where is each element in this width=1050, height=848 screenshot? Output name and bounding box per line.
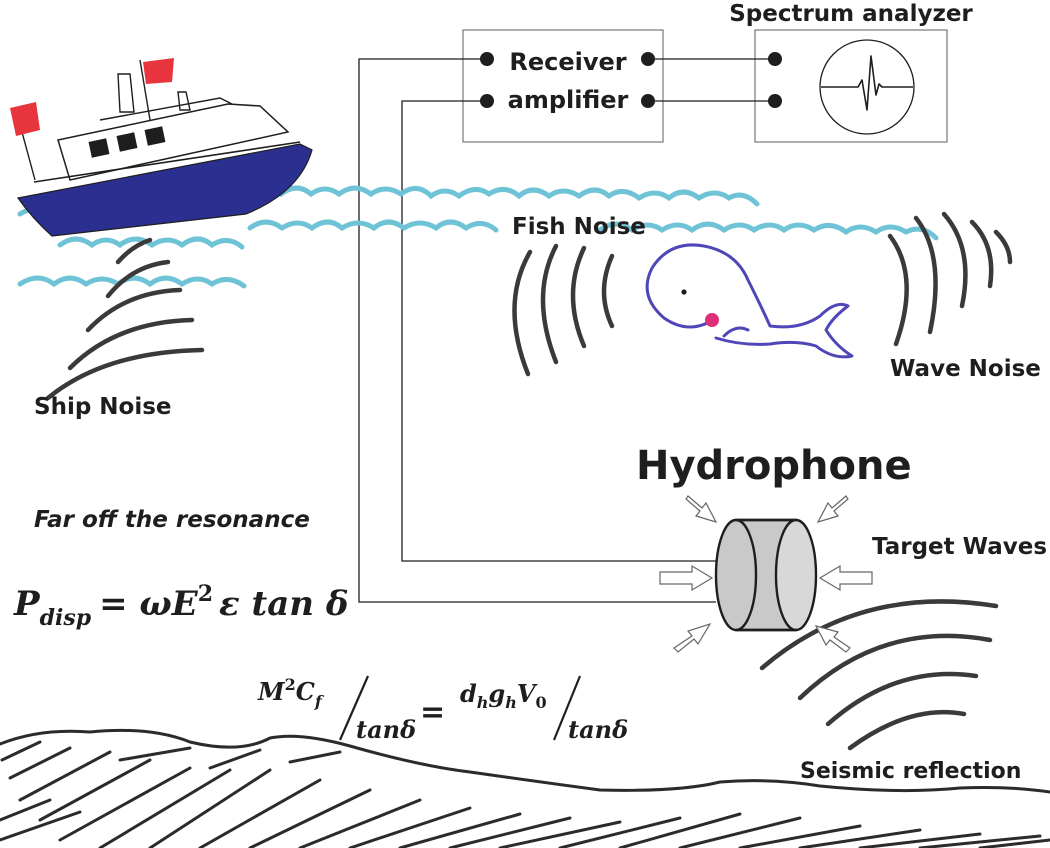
target-waves-label: Target Waves xyxy=(872,534,1047,560)
svg-text:dhghV0: dhghV0 xyxy=(460,679,547,712)
eq-C-sub: f xyxy=(314,692,325,711)
hydrophone-label: Hydrophone xyxy=(636,443,912,489)
eq-V: V xyxy=(517,679,538,708)
fish-noise-waves xyxy=(512,243,615,377)
ship-icon xyxy=(10,58,313,237)
ship-noise-waves xyxy=(45,237,205,401)
eq-C: C xyxy=(296,677,315,706)
signal-wires xyxy=(358,58,775,603)
water-surface xyxy=(17,185,939,289)
pressure-arrows xyxy=(659,495,873,653)
fish-noise-label: Fish Noise xyxy=(512,214,646,240)
eq-g-sub: h xyxy=(505,693,517,712)
eq-power-P: P xyxy=(13,584,41,624)
seismic-waves xyxy=(759,599,999,751)
wave-noise-label: Wave Noise xyxy=(890,356,1041,382)
eq-den-right: tanδ xyxy=(568,715,628,744)
eq-equals: = xyxy=(420,695,445,730)
receiver-amplifier-box: Receiver amplifier xyxy=(462,29,664,143)
svg-text:M2Cf: M2Cf xyxy=(257,675,325,711)
seismic-reflection-label: Seismic reflection xyxy=(800,759,1021,784)
eq-power-sup: 2 xyxy=(198,581,213,607)
seabed xyxy=(0,728,1050,848)
figure-of-merit-equation: M2Cf tanδ = dhghV0 tanδ xyxy=(257,675,628,744)
hydrophone-icon xyxy=(714,518,818,632)
eq-V-sub: 0 xyxy=(535,693,546,712)
fish-icon xyxy=(645,243,854,359)
oscilloscope-icon xyxy=(819,39,915,135)
amplifier-label: amplifier xyxy=(508,86,629,114)
eq-power-rhs1: = ωE xyxy=(99,584,199,624)
eq-g: g xyxy=(488,679,505,708)
eq-power-sub: disp xyxy=(40,605,92,631)
spectrum-analyzer-box: Spectrum analyzer xyxy=(729,1,973,143)
receiver-label: Receiver xyxy=(509,48,626,76)
eq-M: M xyxy=(257,677,286,706)
eq-d: d xyxy=(460,679,477,708)
eq-M-sup: 2 xyxy=(285,675,296,694)
eq-d-sub: h xyxy=(477,693,489,712)
spectrum-analyzer-label: Spectrum analyzer xyxy=(729,1,973,27)
eq-den-left: tanδ xyxy=(356,715,416,744)
wave-noise-waves xyxy=(887,211,1013,347)
ship-noise-label: Ship Noise xyxy=(34,394,172,420)
eq-power-rhs2: ε tan δ xyxy=(219,584,348,624)
far-off-resonance-label: Far off the resonance xyxy=(34,507,310,533)
